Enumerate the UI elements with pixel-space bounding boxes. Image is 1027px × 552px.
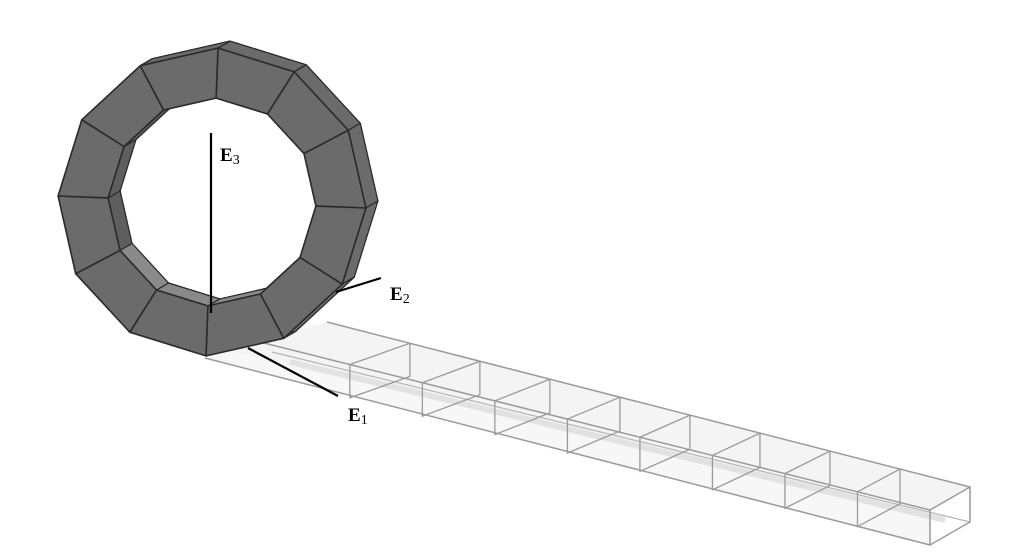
- beam-segment-divider: [639, 414, 691, 473]
- axis-e2-label: E2: [390, 284, 410, 307]
- axis-e1-line: [247, 347, 339, 397]
- beam-segment-divider: [566, 396, 621, 454]
- axis-e3-label: E3: [220, 145, 240, 168]
- beam-segment-divider: [421, 360, 481, 418]
- beam-edge-bottom-far: [271, 351, 971, 523]
- beam-top-face: [224, 322, 970, 510]
- axes: E3 E2 E1: [209, 133, 410, 428]
- ring: [57, 40, 379, 357]
- ring-front-wedge: [139, 47, 219, 111]
- beam-segment-divider: [784, 450, 831, 510]
- beam-center-streak: [289, 359, 946, 523]
- beam: [204, 321, 971, 547]
- beam-edge-top-near: [263, 342, 931, 511]
- axis-e1-label: E1: [348, 405, 368, 428]
- beam-segment-divider: [494, 378, 551, 436]
- beam-edge-top-far: [326, 321, 971, 488]
- beam-segment-divider: [349, 342, 411, 399]
- beam-end-cap: [929, 485, 971, 547]
- axis-e2-line: [335, 276, 382, 294]
- beam-segment-divider: [856, 467, 901, 528]
- beam-segment-divider: [711, 432, 761, 491]
- beam-dividers: [349, 342, 901, 528]
